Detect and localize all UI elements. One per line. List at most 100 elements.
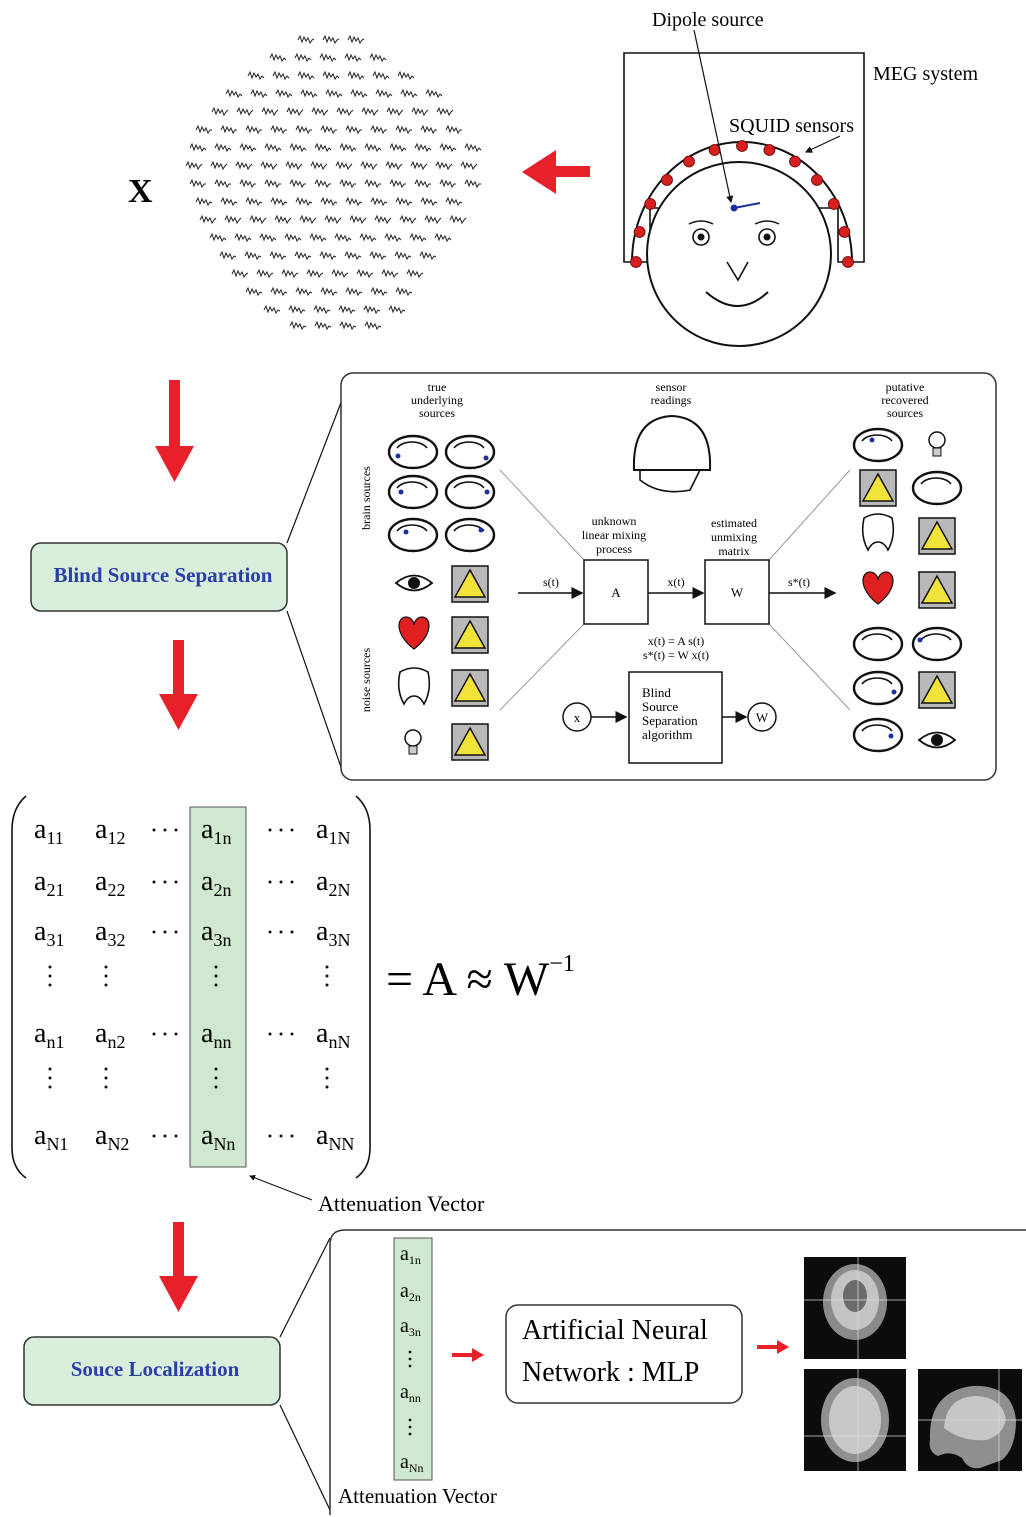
sensor-trace bbox=[395, 286, 413, 297]
noise-sources-label: noise sources bbox=[359, 648, 373, 713]
sensor-trace bbox=[209, 232, 227, 243]
bss-step: Blind Source Separation bbox=[30, 399, 343, 771]
sensor-trace bbox=[375, 88, 393, 99]
mixing-box-a bbox=[583, 559, 649, 625]
sensor-trace bbox=[319, 250, 337, 261]
ann-label-line-2: Network : MLP bbox=[522, 1357, 699, 1388]
matrix-left-bracket bbox=[11, 795, 27, 1179]
ellipsis-dot bbox=[325, 1076, 329, 1080]
eye-icon bbox=[917, 731, 957, 749]
sensor-trace bbox=[294, 250, 312, 261]
matrix-cell: a32 bbox=[95, 916, 125, 950]
recovered-sources bbox=[852, 427, 963, 753]
sensor-trace bbox=[389, 142, 407, 153]
matrix-ellipses bbox=[48, 828, 329, 1138]
sensor-trace bbox=[319, 52, 337, 63]
sensor-trace bbox=[434, 232, 452, 243]
vector-entry: aNn bbox=[400, 1451, 424, 1475]
bss-step-box bbox=[30, 542, 288, 612]
sensor-trace bbox=[300, 88, 318, 99]
ellipsis-dot bbox=[214, 974, 218, 978]
sensor-trace bbox=[347, 70, 365, 81]
dipole-marker bbox=[730, 202, 761, 212]
sensor-trace bbox=[356, 268, 374, 279]
ellipsis-dot bbox=[174, 1134, 178, 1138]
sensor-trace bbox=[409, 232, 427, 243]
sensor-trace bbox=[336, 106, 354, 117]
ellipsis-dot bbox=[268, 930, 272, 934]
ellipsis-dot bbox=[290, 1134, 294, 1138]
highlighted-column bbox=[189, 806, 247, 1168]
sensor-trace bbox=[314, 320, 332, 331]
matrix-cell: ann bbox=[201, 1018, 231, 1052]
heart-icon bbox=[398, 616, 430, 650]
ellipsis-dot bbox=[325, 1067, 329, 1071]
matrix-cell: a3n bbox=[201, 916, 231, 950]
ellipsis-dot bbox=[214, 1085, 218, 1089]
sensor-trace bbox=[314, 142, 332, 153]
lightbulb-icon bbox=[404, 729, 422, 755]
sensor-trace bbox=[214, 142, 232, 153]
sensor-trace bbox=[359, 232, 377, 243]
red-arrow-left bbox=[522, 150, 590, 194]
sensor-trace bbox=[345, 286, 363, 297]
ellipsis-dot bbox=[279, 1032, 283, 1036]
sensor-trace bbox=[310, 160, 328, 171]
ann-box bbox=[505, 1304, 743, 1404]
sensor-trace bbox=[445, 124, 462, 135]
sensor-trace bbox=[231, 268, 249, 279]
ellipsis-dot bbox=[163, 880, 167, 884]
sensor-trace bbox=[295, 196, 313, 207]
sensor-trace bbox=[436, 106, 454, 117]
true-brain-sources bbox=[387, 434, 496, 553]
radio-warning-icon bbox=[451, 723, 489, 761]
sensor-trace bbox=[224, 214, 242, 225]
ellipsis-dot bbox=[48, 965, 52, 969]
radio-warning-icon bbox=[918, 671, 956, 709]
ellipsis-dot bbox=[325, 983, 329, 987]
sensor-trace bbox=[244, 250, 262, 261]
unmixing-box-w bbox=[704, 559, 770, 625]
vector-entry: ann bbox=[400, 1381, 421, 1405]
lightbulb-icon bbox=[928, 431, 946, 457]
ellipsis-dot bbox=[325, 1085, 329, 1089]
loc-panel-frame bbox=[329, 1229, 1026, 1515]
sensor-trace bbox=[411, 106, 429, 117]
sensor-trace bbox=[369, 52, 387, 63]
mixing-matrix: a11 a12 a1n a1N a21 a22 a2n a2N a31 a32 … bbox=[11, 795, 575, 1216]
ellipsis-dot bbox=[48, 1085, 52, 1089]
sensor-trace bbox=[189, 178, 206, 189]
magnet-warning-icon bbox=[451, 669, 489, 707]
ellipsis-dot bbox=[214, 983, 218, 987]
sensor-trace bbox=[294, 52, 312, 63]
sensor-trace bbox=[270, 286, 288, 297]
matrix-cell: a2n bbox=[201, 866, 231, 900]
sensor-trace bbox=[269, 52, 287, 63]
ellipsis-dot bbox=[163, 828, 167, 832]
equation-line-2: s*(t) = W x(t) bbox=[643, 648, 709, 662]
ellipsis-dot bbox=[163, 930, 167, 934]
vector-ellipses bbox=[408, 1350, 412, 1436]
sensor-trace bbox=[347, 34, 365, 45]
equation-line-1: x(t) = A s(t) bbox=[648, 634, 704, 648]
vector-entry: a1n bbox=[400, 1243, 421, 1267]
algo-output-circle bbox=[747, 702, 777, 732]
meg-system-label: MEG system bbox=[873, 63, 978, 85]
ellipsis-dot bbox=[152, 930, 156, 934]
squid-sensor-dot bbox=[842, 256, 854, 268]
matrix-right-bracket bbox=[355, 795, 371, 1179]
ellipsis-dot bbox=[214, 965, 218, 969]
sensor-trace bbox=[195, 196, 213, 207]
sensor-trace bbox=[314, 178, 331, 189]
sensor-trace bbox=[439, 142, 457, 153]
sensor-trace bbox=[261, 106, 279, 117]
sensor-trace bbox=[445, 196, 463, 207]
algorithm-line-4: algorithm bbox=[642, 727, 693, 742]
putative-heading-2: recovered bbox=[881, 393, 928, 407]
sensor-trace bbox=[309, 232, 327, 243]
ellipsis-dot bbox=[163, 1134, 167, 1138]
matrix-attenuation-label: Attenuation Vector bbox=[318, 1191, 485, 1216]
squid-sensor-dot bbox=[736, 140, 748, 152]
sensor-trace bbox=[410, 160, 428, 171]
ann-label-line-1: Artificial Neural bbox=[522, 1315, 708, 1346]
